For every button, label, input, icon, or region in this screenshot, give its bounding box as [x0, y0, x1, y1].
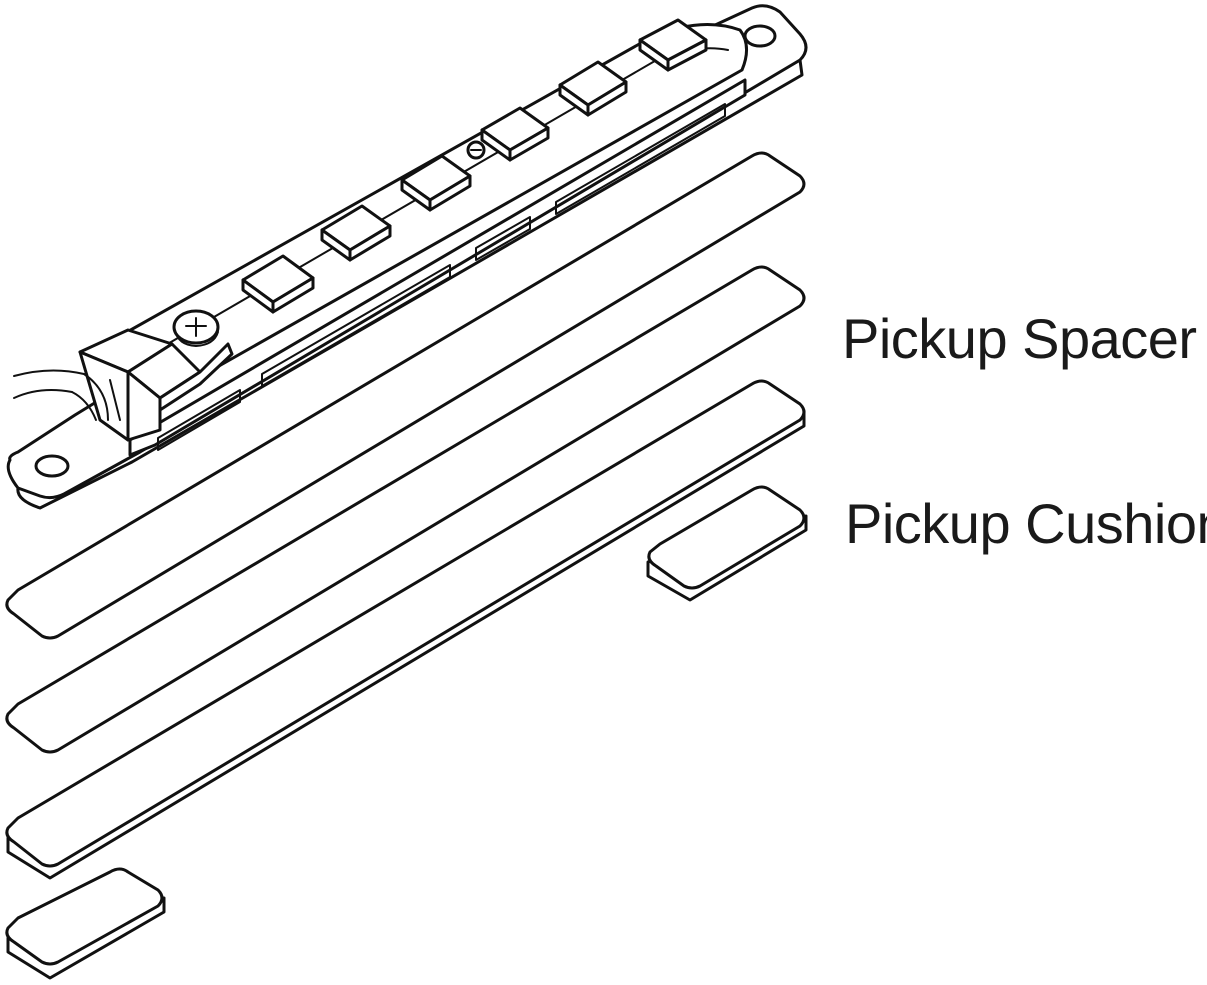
small-cushion-left	[5, 867, 166, 980]
pole-piece-4	[480, 106, 550, 162]
spacer-strip-1	[5, 151, 806, 640]
cushion-strip	[5, 379, 806, 880]
pickup-assembly	[6, 4, 808, 510]
pole-piece-1	[241, 254, 315, 314]
pole-piece-2	[320, 204, 392, 262]
mounting-hole-left	[34, 454, 70, 478]
small-cushion-right	[646, 485, 808, 602]
pickup-cable	[13, 369, 109, 421]
pole-piece-5	[558, 60, 628, 117]
mounting-hole-right	[743, 24, 777, 48]
phillips-screw-icon	[172, 309, 220, 347]
pole-piece-6	[638, 18, 708, 72]
pole-piece-3	[400, 154, 472, 212]
spacer-strip-2	[5, 265, 806, 754]
pickup-cushion-label: Pickup Cushion	[845, 492, 1207, 555]
pickup-spacer-label: Pickup Spacer	[842, 307, 1197, 370]
